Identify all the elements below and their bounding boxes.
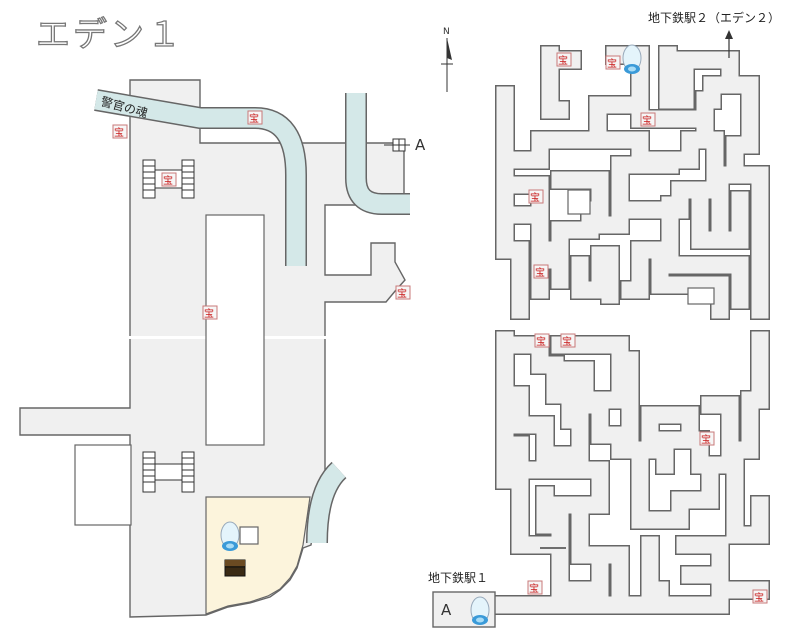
svg-text:宝: 宝: [754, 591, 764, 604]
svg-text:宝: 宝: [529, 582, 539, 595]
svg-text:宝: 宝: [114, 126, 124, 139]
svg-text:宝: 宝: [397, 287, 407, 300]
svg-text:宝: 宝: [535, 266, 545, 279]
treasure-chest-icon: [224, 559, 246, 577]
svg-text:宝: 宝: [701, 433, 711, 446]
treasure-marker: 宝: [533, 264, 549, 279]
svg-text:宝: 宝: [558, 54, 568, 67]
treasure-marker: 宝: [527, 580, 543, 595]
treasure-marker: 宝: [247, 110, 263, 125]
inner-block: [205, 214, 265, 446]
lower-maze: A: [432, 330, 770, 628]
treasure-marker: 宝: [640, 112, 656, 127]
special-area: [205, 496, 311, 615]
svg-text:宝: 宝: [642, 114, 652, 127]
svg-text:宝: 宝: [204, 307, 214, 320]
treasure-marker: 宝: [556, 52, 572, 67]
point-a-label: A: [415, 136, 426, 154]
save-crystal-icon: [470, 596, 490, 625]
treasure-marker: 宝: [202, 305, 218, 320]
inner-block: [74, 444, 132, 526]
save-crystal-icon: [220, 521, 240, 551]
station-2-label: 地下鉄駅２（エデン２）: [648, 10, 780, 25]
treasure-marker: 宝: [161, 172, 177, 187]
entrance-a-label: A: [441, 601, 452, 619]
compass-icon: N: [441, 27, 453, 92]
door-icon: [384, 138, 410, 152]
treasure-marker: 宝: [560, 333, 576, 348]
treasure-marker: 宝: [395, 285, 411, 300]
treasure-marker: 宝: [605, 55, 621, 70]
page-title: エデン１: [36, 15, 184, 55]
treasure-marker: 宝: [752, 589, 768, 604]
treasure-marker: 宝: [534, 333, 550, 348]
compass-label: N: [443, 27, 450, 37]
svg-text:宝: 宝: [163, 174, 173, 187]
floor-area: [129, 79, 406, 338]
svg-text:宝: 宝: [562, 335, 572, 348]
svg-text:宝: 宝: [530, 191, 540, 204]
warp-arrow-icon: [725, 30, 733, 58]
left-map: 警官の魂 A: [19, 79, 426, 618]
svg-text:宝: 宝: [249, 112, 259, 125]
treasure-marker: 宝: [699, 431, 715, 446]
svg-text:宝: 宝: [536, 335, 546, 348]
treasure-marker: 宝: [528, 189, 544, 204]
stairs-icon: [142, 451, 195, 493]
save-crystal-icon: [622, 44, 642, 74]
station-1-label: 地下鉄駅１: [428, 570, 488, 585]
svg-text:宝: 宝: [607, 57, 617, 70]
inner-block: [239, 526, 259, 545]
treasure-marker: 宝: [112, 124, 128, 139]
